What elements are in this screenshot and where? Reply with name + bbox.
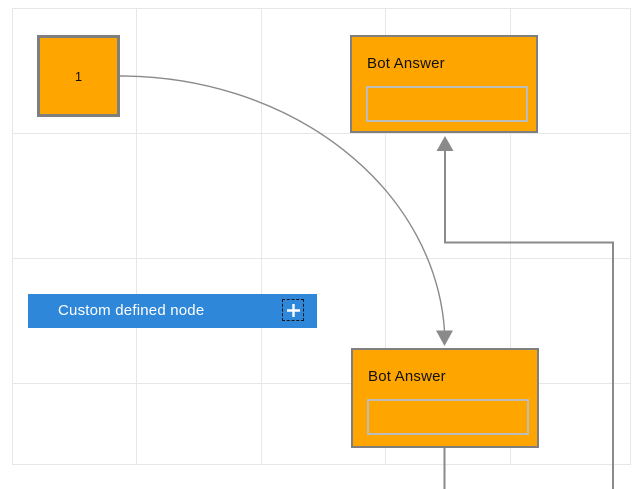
- connector-curve[interactable]: [119, 75, 453, 346]
- bot-answer-node-bottom[interactable]: Bot Answer: [351, 348, 539, 448]
- start-node-label: 1: [74, 68, 83, 84]
- custom-node-label: Custom defined node: [58, 302, 205, 319]
- bot-answer-title: Bot Answer: [368, 368, 446, 385]
- connector-curve-path[interactable]: [119, 75, 446, 331]
- connector-orthogonal[interactable]: [436, 136, 614, 489]
- add-handle[interactable]: [282, 299, 304, 321]
- connector-orthogonal-path[interactable]: [444, 150, 614, 489]
- arrowhead-up-icon: [436, 136, 454, 151]
- plus-icon: [286, 303, 300, 317]
- bot-answer-input[interactable]: [367, 399, 529, 435]
- start-node[interactable]: 1: [37, 35, 120, 117]
- custom-defined-node[interactable]: Custom defined node: [28, 294, 317, 328]
- bot-answer-input[interactable]: [366, 86, 528, 122]
- bot-answer-node-top[interactable]: Bot Answer: [350, 35, 538, 133]
- bot-answer-title: Bot Answer: [367, 55, 445, 72]
- arrowhead-down-icon: [436, 330, 453, 346]
